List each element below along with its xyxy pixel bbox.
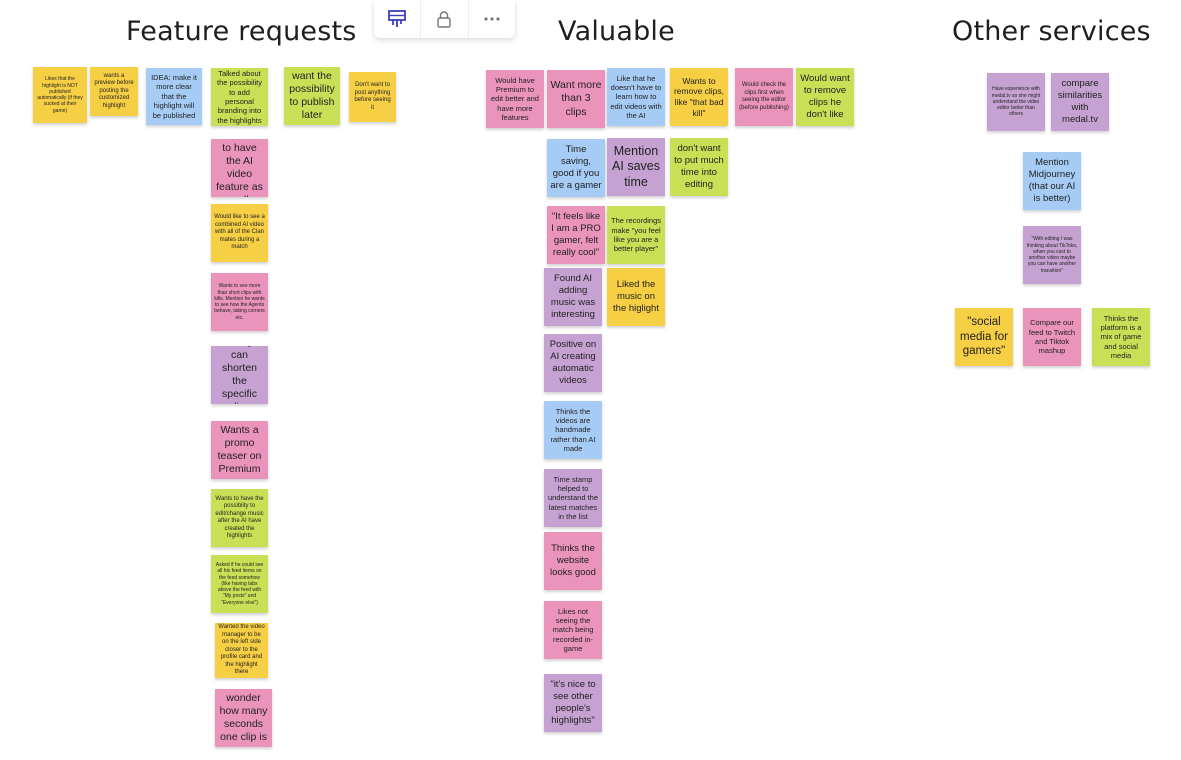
sticky-note[interactable]: Wants a promo teaser on Premium (211, 421, 268, 479)
sticky-note[interactable]: Like that he doesn't have to learn how t… (607, 68, 665, 126)
sticky-note[interactable]: Likes that the highlight is NOT publishe… (33, 67, 87, 123)
sticky-note[interactable]: "social media for gamers" (955, 308, 1013, 366)
sticky-note[interactable]: Thinks the platform is a mix of game and… (1092, 308, 1150, 366)
sticky-note[interactable]: Liked the music on the higlight (607, 268, 665, 326)
sticky-note[interactable]: Compare our feed to Twitch and Tiktok ma… (1023, 308, 1081, 366)
sticky-note[interactable]: Thinks you can shorten the specific clip… (211, 346, 268, 404)
sticky-note[interactable]: don't want to put much time into editing (670, 138, 728, 196)
board-toolbar (374, 0, 515, 38)
sticky-note[interactable]: Thinks the videos are handmade rather th… (544, 401, 602, 459)
more-options-button[interactable] (467, 0, 515, 38)
lock-icon (437, 11, 452, 28)
sticky-note[interactable]: Would want to remove clips he don't like (796, 68, 854, 126)
column-title-valuable: Valuable (558, 16, 675, 47)
sticky-note[interactable]: Talked about the possibility to add pers… (211, 68, 268, 126)
lock-button[interactable] (420, 0, 467, 38)
sticky-note[interactable]: want the possibility to publish later (284, 67, 340, 125)
sticky-note[interactable]: "it's nice to see other people's highlig… (544, 674, 602, 732)
sticky-note[interactable]: Have experience with medal.tv so she mig… (987, 73, 1045, 131)
sticky-note[interactable]: Mention AI saves time (607, 138, 665, 196)
sticky-note-button[interactable] (374, 0, 420, 38)
sticky-note[interactable]: Want LoL to have the AI video feature as… (211, 139, 268, 197)
sticky-note[interactable]: "With editing I was thinking about TikTo… (1023, 226, 1081, 284)
sticky-note[interactable]: Asked if he could see all his feed items… (211, 555, 268, 613)
sticky-note[interactable]: Wants to see more than short clips with … (211, 273, 268, 331)
sticky-note[interactable]: Would like to see a combined AI video wi… (211, 204, 268, 262)
sticky-note[interactable]: Mention Midjourney (that our AI is bette… (1023, 152, 1081, 210)
sticky-note[interactable]: Wants to remove clips, like "that bad ki… (670, 68, 728, 126)
sticky-note[interactable]: Would check the clips first when seeing … (735, 68, 793, 126)
sticky-note[interactable]: Time stamp helped to understand the late… (544, 469, 602, 527)
sticky-note[interactable]: wonder how many seconds one clip is (215, 689, 272, 747)
sticky-note-icon (388, 10, 407, 27)
sticky-note[interactable]: Found AI adding music was interesting (544, 268, 602, 326)
sticky-note[interactable]: Likes not seeing the match being recorde… (544, 601, 602, 659)
sticky-note[interactable]: Positive on AI creating automatic videos (544, 334, 602, 392)
sticky-note[interactable]: compare similarities with medal.tv (1051, 73, 1109, 131)
sticky-note[interactable]: "It feels like I am a PRO gamer, felt re… (547, 206, 605, 264)
sticky-note[interactable]: Would have Premium to edit better and ha… (486, 70, 544, 128)
sticky-note[interactable]: IDEA: make it more clear that the highli… (146, 68, 202, 125)
more-icon (484, 17, 500, 21)
column-title-feature-requests: Feature requests (126, 16, 357, 47)
sticky-note[interactable]: Don't want to post anything before seein… (349, 72, 396, 122)
column-title-other-services: Other services (952, 16, 1151, 47)
sticky-note[interactable]: Time saving, good if you are a gamer (547, 139, 605, 197)
sticky-note[interactable]: Thinks the website looks good (544, 532, 602, 590)
sticky-note[interactable]: The recordings make "you feel like you a… (607, 206, 665, 264)
sticky-note[interactable]: wants a preview before posting the custo… (90, 67, 138, 116)
sticky-note[interactable]: Want more than 3 clips (547, 70, 605, 128)
sticky-note[interactable]: Wants to have the possiblity to edit/cha… (211, 489, 268, 547)
sticky-note[interactable]: Wanted the video manager to be on the le… (215, 623, 268, 678)
